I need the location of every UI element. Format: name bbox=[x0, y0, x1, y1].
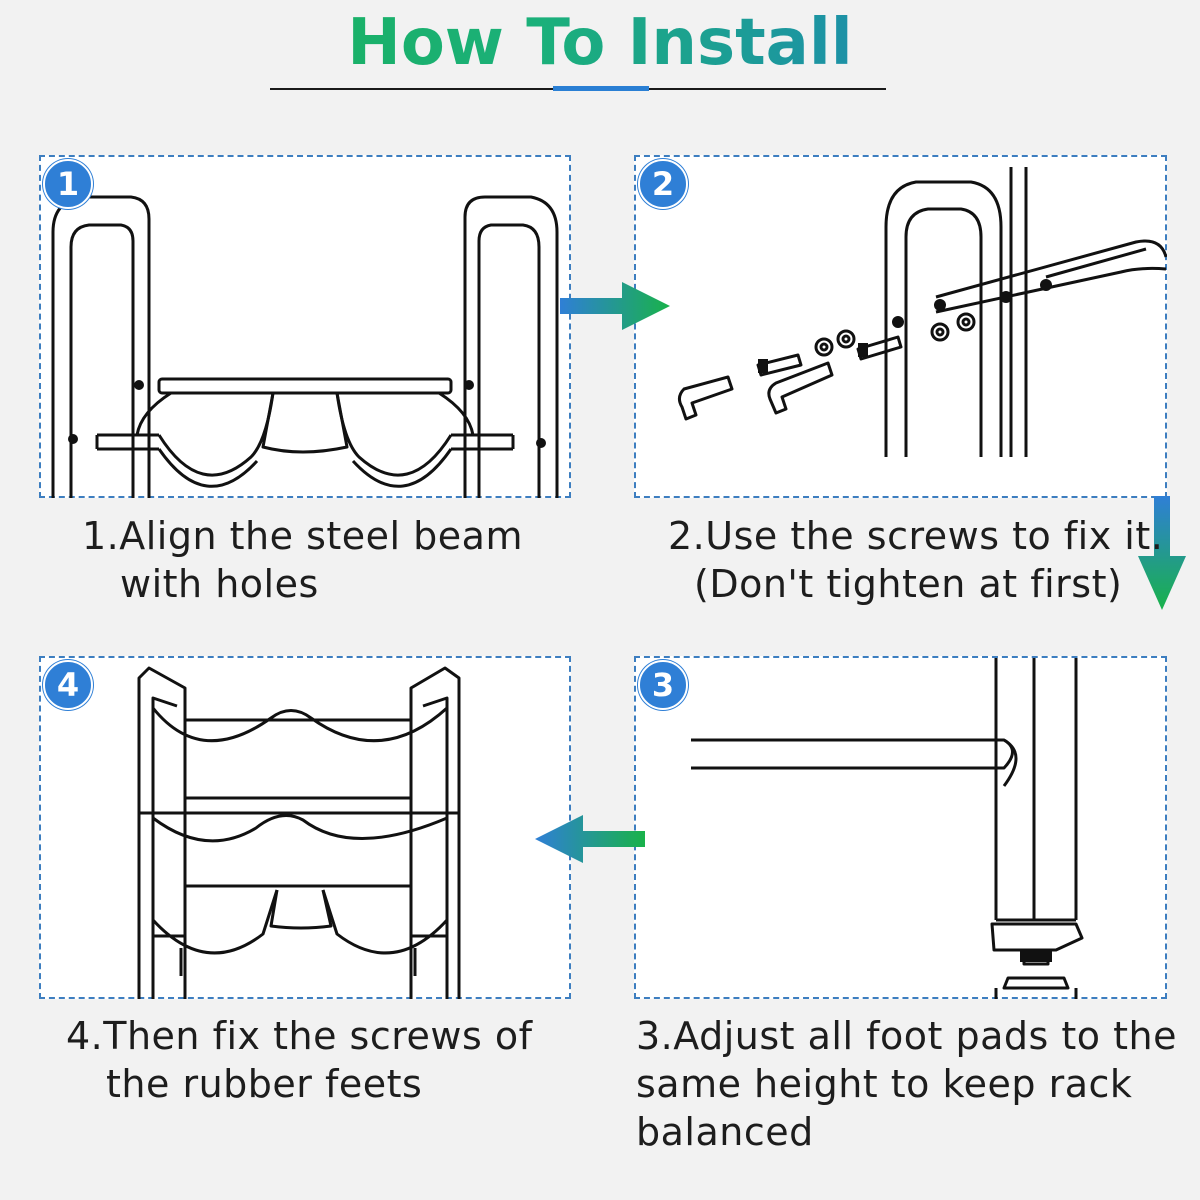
title-divider-accent bbox=[553, 86, 649, 91]
step-4-panel: 4 bbox=[39, 656, 571, 999]
step-4-illustration bbox=[137, 666, 461, 999]
step-1-badge: 1 bbox=[43, 159, 93, 209]
step-1-illustration bbox=[51, 195, 559, 498]
step-3-illustration bbox=[691, 658, 1084, 999]
step-2-panel: 2 bbox=[634, 155, 1167, 498]
step-4-caption-line-2: the rubber feets bbox=[106, 1062, 423, 1106]
step-3-panel: 3 bbox=[634, 656, 1167, 999]
arrow-left-icon bbox=[535, 815, 645, 863]
step-3-caption-line-3: balanced bbox=[636, 1110, 814, 1154]
step-3-caption-line-2: same height to keep rack bbox=[636, 1062, 1133, 1106]
step-2-caption-line-1: 2.Use the screws to fix it. bbox=[668, 514, 1164, 558]
page-title: How To Install bbox=[0, 8, 1200, 78]
step-2-illustration bbox=[677, 167, 1167, 457]
step-4-caption-line-1: 4.Then fix the screws of bbox=[66, 1014, 533, 1058]
step-3-badge: 3 bbox=[638, 660, 688, 710]
step-1-caption-line-2: with holes bbox=[120, 562, 319, 606]
arrow-right-icon bbox=[560, 282, 670, 330]
step-3-caption-line-1: 3.Adjust all foot pads to the bbox=[636, 1014, 1177, 1058]
step-2-badge: 2 bbox=[638, 159, 688, 209]
step-2-caption-line-2: (Don't tighten at first) bbox=[694, 562, 1123, 606]
arrow-down-icon bbox=[1138, 496, 1186, 610]
step-1-caption-line-1: 1.Align the steel beam bbox=[82, 514, 523, 558]
step-4-badge: 4 bbox=[43, 660, 93, 710]
step-1-panel: 1 bbox=[39, 155, 571, 498]
